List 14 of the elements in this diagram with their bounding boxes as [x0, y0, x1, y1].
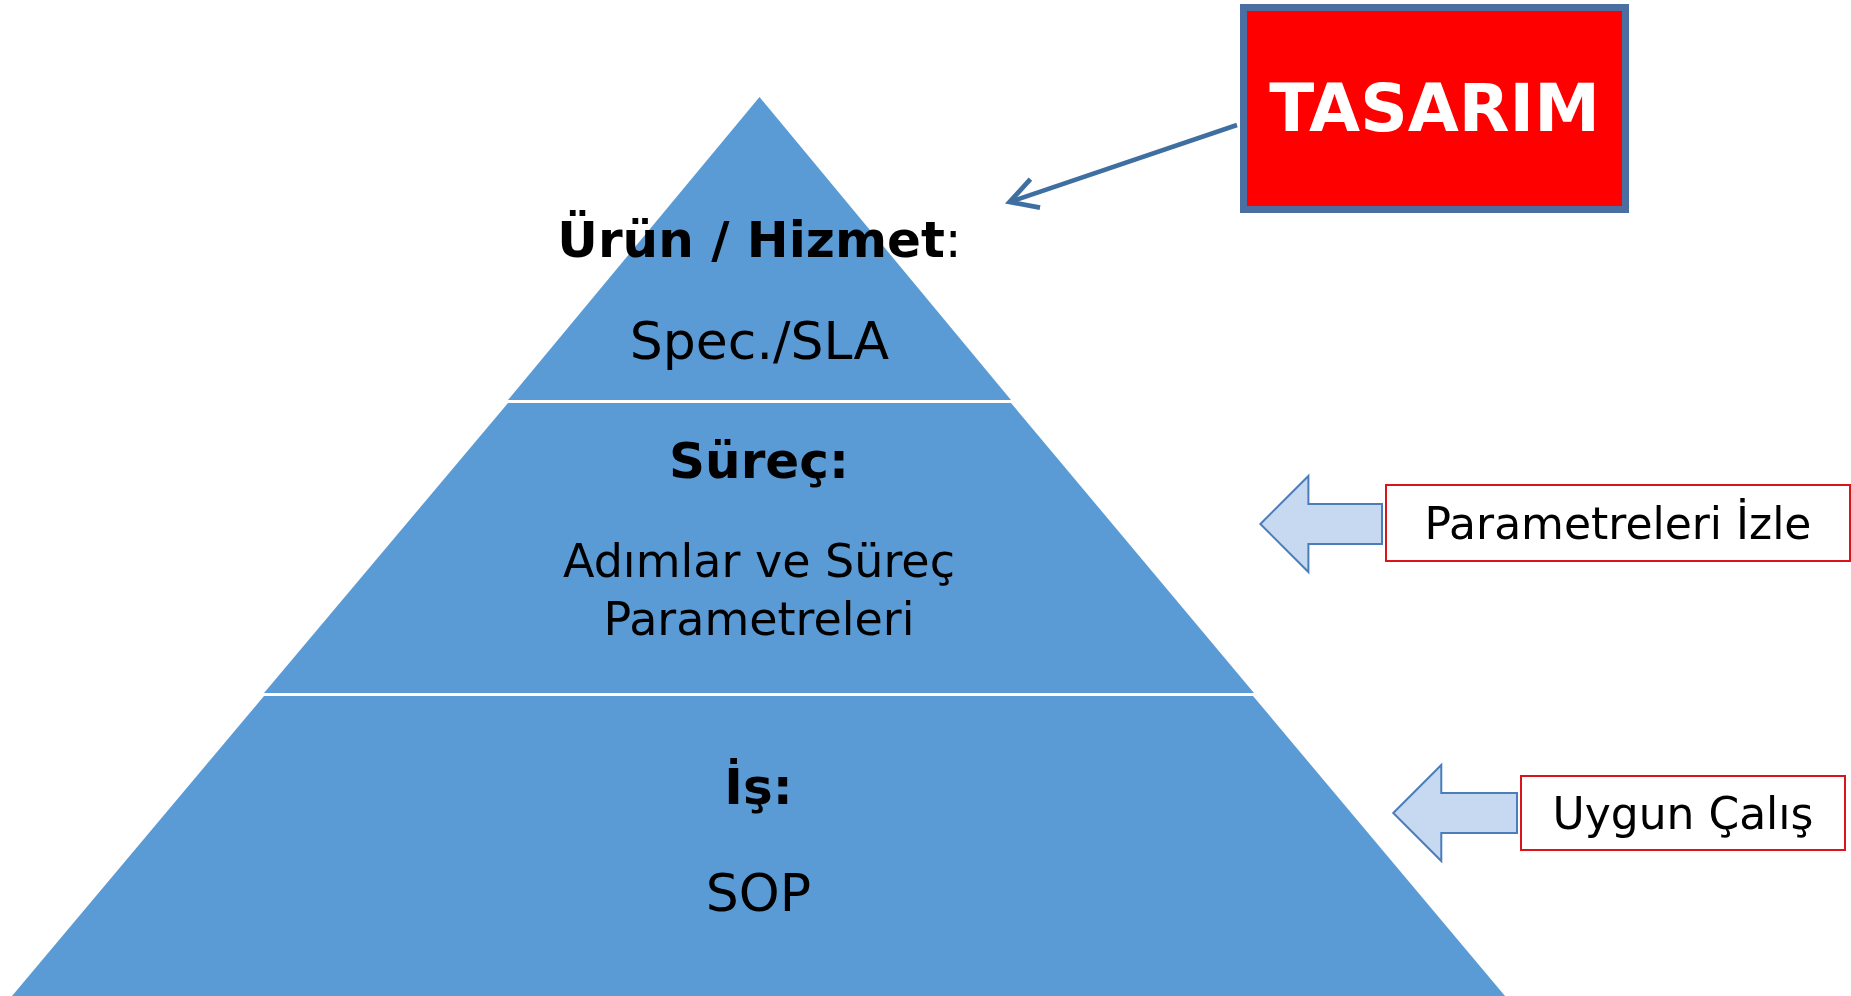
tier-heading: Süreç:: [668, 431, 850, 492]
tier-text: SOP: [704, 862, 813, 925]
pyramid-tier: [12, 696, 1505, 996]
tier-text: Adımlar ve Süreç Parametreleri: [562, 533, 956, 648]
tier-heading: İş:: [723, 757, 794, 818]
label-box: Parametreleri İzle: [1385, 484, 1851, 562]
label-box: Uygun Çalış: [1520, 775, 1846, 851]
arrow: [1007, 122, 1238, 210]
tier-text: Spec./SLA: [628, 310, 891, 373]
pyramid-tier: [264, 403, 1254, 693]
label-box: TASARIM: [1240, 4, 1629, 213]
pyramid-tier: [508, 97, 1011, 400]
block-arrow: [1391, 762, 1518, 864]
block-arrow: [1258, 473, 1383, 575]
